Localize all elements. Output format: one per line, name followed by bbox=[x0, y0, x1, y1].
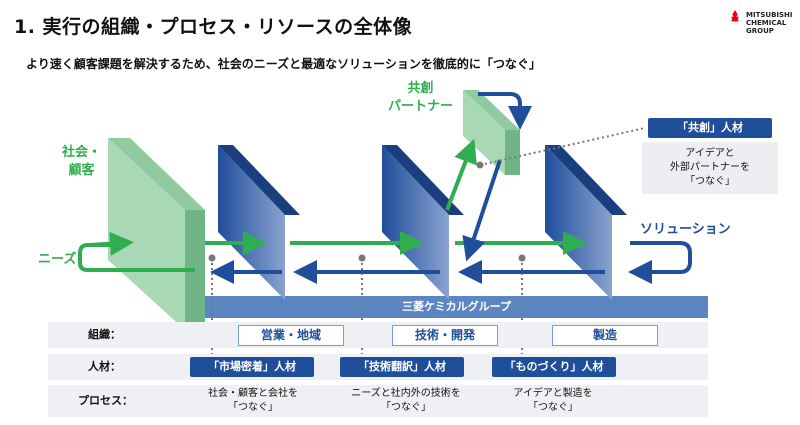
process-row-label: プロセス： bbox=[78, 394, 133, 407]
page-subtitle: より速く顧客課題を解決するため、社会のニーズと最適なソリューションを徹底的に「つ… bbox=[26, 57, 541, 71]
org-tech-development: 技術・開発 bbox=[392, 325, 498, 346]
process-row bbox=[48, 385, 708, 417]
process-idea-manufacturing: アイデアと製造を 「つなぐ」 bbox=[513, 388, 593, 413]
partner-return-arrow bbox=[478, 92, 532, 130]
society-panel bbox=[108, 138, 205, 330]
talent-monozukuri-tag: 「ものづくり」人材 bbox=[492, 357, 616, 377]
three-diamonds-icon bbox=[731, 10, 739, 22]
partner-label: 共創 パートナー bbox=[388, 81, 454, 114]
sales-panel bbox=[218, 145, 300, 300]
manufacturing-panel bbox=[545, 145, 627, 300]
process-needs-technology: ニーズと社内外の技術を 「つなぐ」 bbox=[351, 388, 461, 413]
group-bar-label: 三菱ケミカルグループ bbox=[401, 300, 511, 313]
needs-label: ニーズ bbox=[38, 252, 77, 267]
logo-text: MITSUBISHI CHEMICAL GROUP bbox=[746, 11, 793, 35]
talent-tech-translation-tag: 「技術翻訳」人材 bbox=[340, 357, 464, 377]
company-logo: MITSUBISHI CHEMICAL GROUP bbox=[726, 8, 793, 48]
cocreation-note-box: アイデアと 外部パートナーを 「つなぐ」 bbox=[642, 142, 778, 194]
tech-panel bbox=[382, 145, 464, 300]
org-row-label: 組織： bbox=[88, 328, 121, 341]
connector-dots bbox=[208, 161, 526, 262]
org-manufacturing: 製造 bbox=[552, 325, 658, 346]
page-title: 1. 実行の組織・プロセス・リソースの全体像 bbox=[14, 16, 413, 38]
group-bar bbox=[205, 296, 708, 318]
solution-loop-arrow bbox=[628, 241, 692, 284]
solution-label: ソリューション bbox=[640, 222, 731, 237]
cocreation-talent-tag: 「共創」人材 bbox=[648, 118, 772, 138]
talent-row-label: 人材： bbox=[88, 360, 121, 373]
needs-loop-arrow bbox=[78, 243, 195, 272]
needs-to-partner-arrow bbox=[445, 138, 477, 211]
cocreation-note: アイデアと 外部パートナーを 「つなぐ」 bbox=[670, 148, 750, 187]
process-society-company: 社会・顧客と会社を 「つなぐ」 bbox=[208, 388, 298, 413]
talent-market-tag: 「市場密着」人材 bbox=[190, 357, 314, 377]
society-customer-label: 社会・ 顧客 bbox=[62, 145, 102, 178]
partner-to-tech-arrow bbox=[462, 159, 502, 262]
org-sales-region: 営業・地域 bbox=[238, 325, 344, 346]
partner-panel bbox=[463, 90, 520, 175]
needs-arrow-1 bbox=[89, 231, 134, 256]
